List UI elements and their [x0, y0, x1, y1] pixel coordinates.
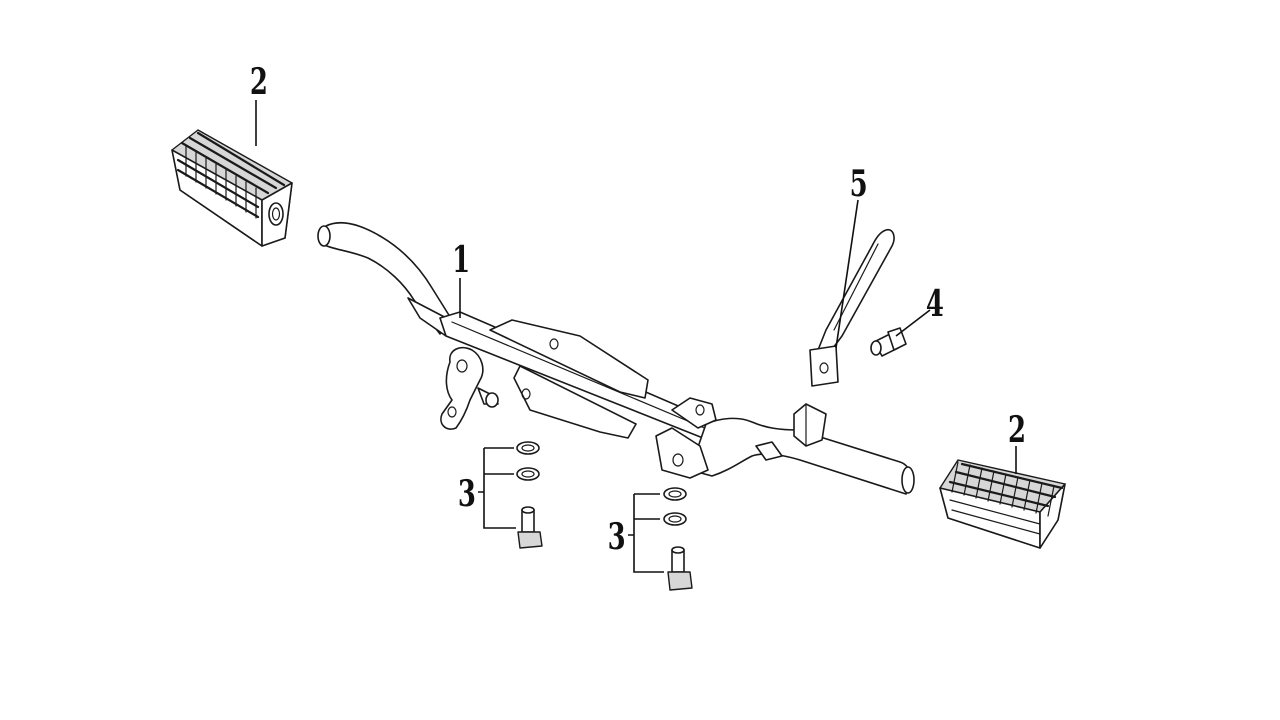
callout-bolt-set-right: 3 [608, 517, 626, 558]
callout-footpeg-left: 2 [250, 62, 268, 103]
callout-side-stand: 5 [850, 164, 868, 205]
callout-bolt-set-left: 3 [458, 474, 476, 515]
callout-frame-bar: 1 [452, 240, 470, 281]
callout-labels: 2 1 5 4 2 3 3 [250, 62, 1026, 558]
footpeg-left [171, 129, 293, 247]
pivot-bolt [870, 327, 907, 357]
callout-pivot-bolt: 4 [926, 284, 944, 325]
callout-footpeg-right: 2 [1008, 410, 1026, 451]
leader-lines [255, 100, 1017, 573]
footpeg-right [939, 459, 1066, 549]
bolt-set-right [663, 487, 693, 591]
bolt-set-left [516, 441, 543, 549]
frame-bar [317, 222, 915, 495]
side-stand [809, 228, 895, 387]
